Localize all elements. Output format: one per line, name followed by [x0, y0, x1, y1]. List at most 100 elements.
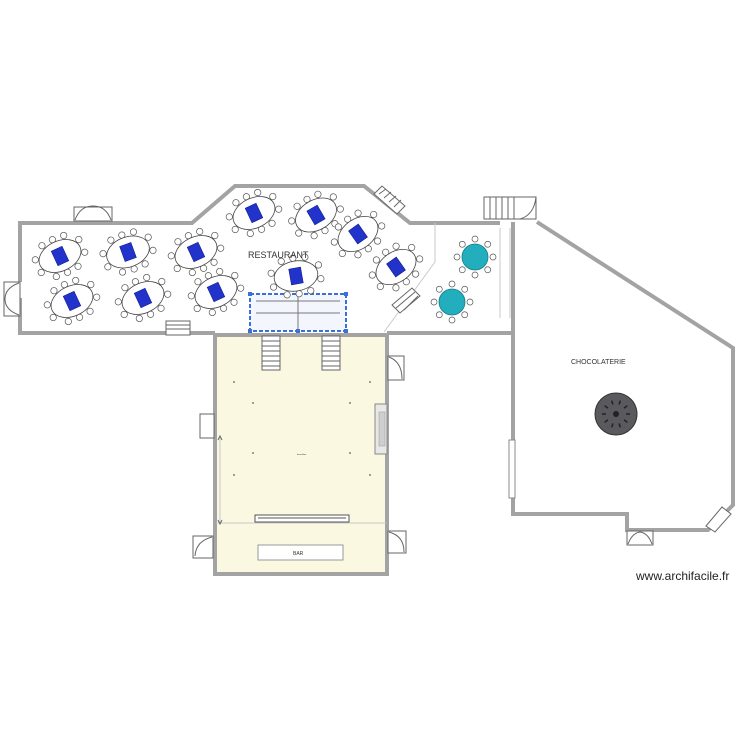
table-icon[interactable]: [324, 201, 393, 267]
chair-icon: [489, 253, 497, 261]
selected-stage[interactable]: [248, 292, 348, 333]
chair-icon: [114, 298, 122, 306]
table-icon[interactable]: [26, 225, 93, 286]
chair-icon: [448, 280, 456, 288]
table-icon[interactable]: [266, 250, 327, 301]
door-icon[interactable]: [626, 530, 654, 546]
chair-icon: [231, 225, 239, 234]
chair-icon: [254, 188, 262, 197]
chair-icon: [378, 222, 386, 230]
chair-icon: [121, 284, 129, 292]
chair-icon: [72, 276, 80, 285]
chair-icon: [354, 209, 362, 217]
chair-icon: [86, 307, 94, 315]
table-icon[interactable]: [38, 270, 105, 331]
chair-icon: [52, 272, 60, 281]
table-icon[interactable]: [162, 221, 229, 282]
chair-icon: [392, 242, 400, 250]
chair-icon: [107, 236, 115, 244]
round-table-icon[interactable]: [430, 280, 474, 324]
chair-icon: [87, 280, 95, 289]
table-icon[interactable]: [182, 261, 249, 322]
round-tables: [430, 235, 497, 324]
chair-icon: [314, 190, 322, 198]
chair-icon: [216, 267, 224, 276]
door-icon[interactable]: [387, 355, 405, 381]
chair-icon: [157, 304, 165, 312]
table-icon[interactable]: [362, 234, 431, 300]
chair-icon: [466, 298, 474, 306]
stair-icon[interactable]: [165, 320, 191, 336]
chocolaterie-walls: [511, 220, 735, 532]
watermark: www.archifacile.fr: [636, 569, 730, 583]
stair-icon[interactable]: [321, 335, 341, 371]
hall-details: [217, 381, 371, 526]
chair-icon: [288, 217, 296, 225]
door-icon[interactable]: [199, 413, 215, 439]
chair-icon: [461, 285, 469, 293]
chair-icon: [211, 231, 219, 240]
table-icon[interactable]: [95, 223, 161, 281]
bar-label: BAR: [293, 551, 304, 557]
door-icon[interactable]: [192, 535, 214, 559]
stair-icon[interactable]: [261, 335, 281, 371]
chair-icon: [435, 311, 443, 319]
stair-icon[interactable]: [483, 196, 537, 220]
chair-icon: [50, 287, 58, 295]
chair-icon: [141, 260, 149, 268]
chair-icon: [149, 246, 157, 254]
chair-icon: [484, 266, 492, 274]
chair-icon: [43, 301, 51, 309]
chair-icon: [135, 314, 143, 323]
door-icon[interactable]: [73, 205, 113, 222]
door-icon[interactable]: [3, 281, 21, 317]
bar-counter: [257, 544, 344, 561]
stair-icon[interactable]: [373, 185, 406, 215]
chair-icon: [270, 283, 278, 291]
restaurant-tables: [26, 182, 431, 331]
chair-icon: [158, 277, 166, 286]
door-icon[interactable]: [387, 530, 407, 554]
chair-icon: [314, 261, 322, 269]
round-table-icon[interactable]: [453, 235, 497, 279]
chair-icon: [458, 240, 466, 248]
chair-icon: [210, 258, 218, 266]
chair-icon: [104, 263, 112, 271]
table-icon[interactable]: [109, 267, 176, 328]
chair-icon: [173, 264, 181, 273]
door-icon[interactable]: [705, 506, 732, 533]
chair-icon: [64, 317, 72, 326]
chair-icon: [38, 242, 46, 250]
chair-icon: [93, 293, 101, 301]
chair-icon: [307, 287, 315, 295]
chair-icon: [231, 271, 239, 280]
table-icon[interactable]: [282, 183, 350, 247]
chair-icon: [368, 271, 376, 279]
chair-icon: [129, 228, 138, 236]
chair-icon: [74, 262, 82, 270]
chair-icon: [295, 229, 303, 237]
chair-icon: [461, 311, 469, 319]
chair-icon: [275, 205, 283, 213]
round-table-chocolaterie: [594, 392, 638, 436]
chair-icon: [435, 285, 443, 293]
table-icon[interactable]: [220, 182, 287, 243]
chair-icon: [143, 273, 151, 282]
chair-icon: [310, 232, 318, 240]
chair-icon: [416, 255, 424, 263]
stair-icon[interactable]: [391, 287, 421, 314]
chair-icon: [174, 238, 182, 246]
door-icon[interactable]: [508, 439, 516, 499]
chair-icon: [354, 251, 362, 259]
chair-icon: [301, 253, 309, 261]
chair-icon: [334, 223, 342, 231]
chair-icon: [376, 282, 384, 291]
chair-icon: [144, 233, 152, 241]
chair-icon: [81, 248, 89, 256]
chair-icon: [49, 313, 57, 322]
chair-icon: [330, 238, 338, 246]
chair-icon: [188, 268, 196, 277]
chair-icon: [374, 237, 382, 245]
hall-room: [213, 333, 389, 576]
